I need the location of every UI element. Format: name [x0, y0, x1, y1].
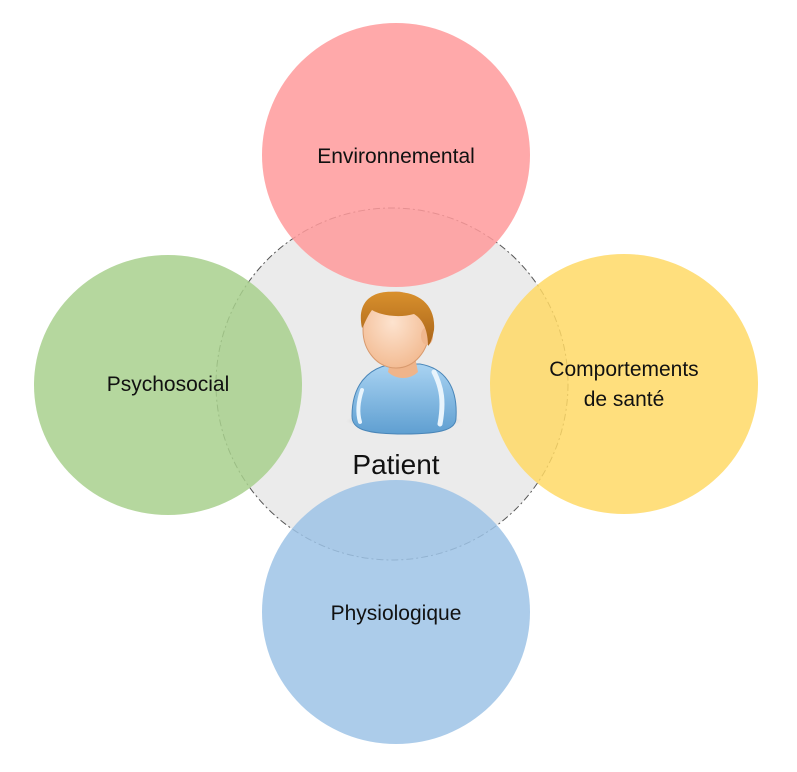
health-behaviors-label-line1: Comportements	[549, 358, 698, 381]
environmental-circle	[262, 23, 530, 287]
health-behaviors-circle	[490, 254, 758, 514]
patient-icon	[346, 291, 462, 435]
center-label: Patient	[352, 449, 439, 480]
psychosocial-label: Psychosocial	[107, 373, 230, 396]
health-behaviors-label-line2: de santé	[584, 388, 665, 411]
psychosocial-circle	[34, 255, 302, 515]
physiological-circle	[262, 480, 530, 744]
environmental-label: Environnemental	[317, 145, 475, 168]
physiological-label: Physiologique	[331, 602, 462, 625]
